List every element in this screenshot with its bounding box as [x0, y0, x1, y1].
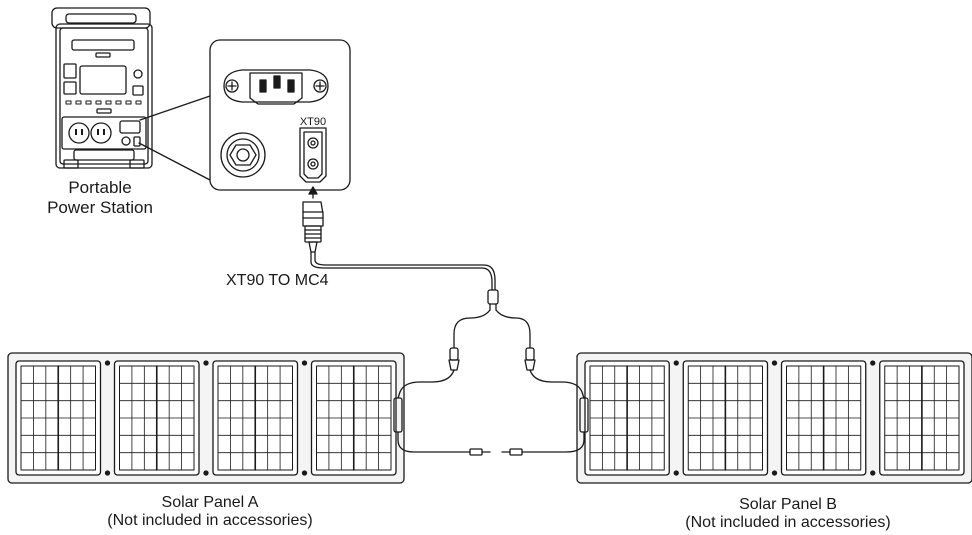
panel-rivet-icon — [301, 360, 308, 366]
solar-module-icon — [113, 360, 200, 476]
power-station-label: Portable Power Station — [30, 178, 170, 217]
xt90-port-icon — [299, 127, 327, 183]
ac-socket-icon — [223, 69, 329, 105]
solar-module-icon — [15, 360, 102, 476]
port-panel: XT90 — [209, 39, 351, 191]
panel-rivet-icon — [771, 470, 778, 476]
cable-label: XT90 TO MC4 — [226, 272, 329, 289]
xt90-mc4-cable — [310, 251, 531, 349]
panel-rivet-icon — [870, 360, 876, 366]
solar-panel-b — [501, 352, 972, 484]
power-station-label-line1: Portable — [68, 178, 132, 197]
panel-rivet-icon — [301, 470, 308, 476]
panel-rivet-icon — [673, 470, 679, 476]
panel-rivet-icon — [870, 470, 876, 476]
power-station-label-line2: Power Station — [47, 197, 153, 217]
xt90-plug-icon — [302, 186, 324, 253]
solar-module-icon — [879, 360, 965, 476]
solar-panel-a-name: Solar Panel A — [161, 494, 259, 511]
solar-panel-a — [7, 352, 491, 484]
solar-module-icon — [780, 360, 867, 476]
panel-rivet-icon — [771, 360, 778, 366]
solar-panel-b-name: Solar Panel B — [739, 496, 837, 513]
solar-panel-a-label: Solar Panel A (Not included in accessori… — [60, 494, 360, 531]
solar-module-icon — [584, 360, 670, 476]
solar-module-icon — [212, 360, 299, 476]
mc4-connector-icon — [448, 347, 536, 371]
solar-panel-b-label: Solar Panel B (Not included in accessori… — [638, 496, 938, 533]
panel-rivet-icon — [203, 470, 209, 476]
solar-module-icon — [310, 360, 397, 476]
solar-module-icon — [682, 360, 769, 476]
panel-rivet-icon — [203, 360, 209, 366]
panel-rivet-icon — [673, 360, 679, 366]
solar-panel-a-note: (Not included in accessories) — [107, 512, 313, 530]
xt90-port-label: XT90 — [300, 116, 326, 128]
dc-round-port-icon — [220, 132, 266, 178]
power-station-icon — [51, 7, 211, 181]
solar-panel-b-note: (Not included in accessories) — [685, 514, 891, 532]
panel-rivet-icon — [104, 360, 111, 366]
panel-rivet-icon — [104, 470, 111, 476]
